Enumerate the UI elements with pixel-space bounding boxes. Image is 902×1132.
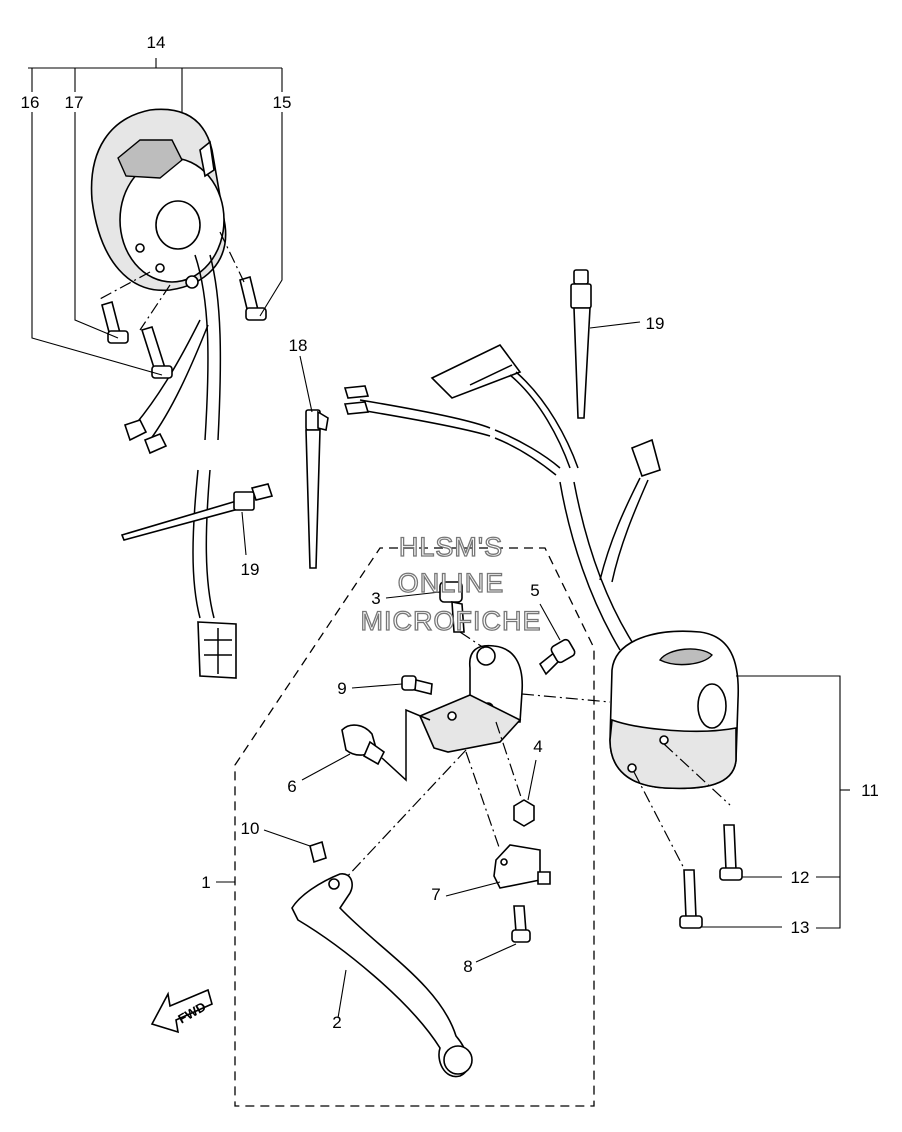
screw-17 bbox=[101, 300, 129, 344]
callout-18: 18 bbox=[289, 336, 308, 355]
cable-tie-right bbox=[570, 269, 592, 419]
left-handlebar-switch[interactable] bbox=[90, 108, 227, 292]
callout-11: 11 bbox=[861, 781, 879, 800]
screw-12 bbox=[719, 824, 743, 881]
cable-tie-18 bbox=[305, 409, 329, 569]
callout-10: 10 bbox=[241, 819, 260, 838]
assembly-1-boundary bbox=[234, 547, 595, 1107]
lever-holder[interactable] bbox=[418, 644, 524, 753]
watermark-line-1: HLSM'S bbox=[399, 532, 503, 562]
callout-12: 12 bbox=[791, 868, 810, 887]
screw-9 bbox=[401, 675, 433, 696]
callout-13: 13 bbox=[791, 918, 810, 937]
callout-2: 2 bbox=[332, 1013, 341, 1032]
watermark-line-3: MICROFICHE bbox=[361, 606, 542, 636]
callout-5: 5 bbox=[530, 581, 539, 600]
callout-6: 6 bbox=[287, 777, 296, 796]
clutch-switch-7 bbox=[493, 844, 551, 889]
watermark: HLSM'S ONLINE MICROFICHE bbox=[360, 531, 542, 636]
callout-16: 16 bbox=[21, 93, 40, 112]
nut-4 bbox=[513, 799, 535, 827]
callout-19-right: 19 bbox=[646, 314, 665, 333]
callout-14: 14 bbox=[147, 33, 166, 52]
screw-13 bbox=[679, 869, 703, 929]
screw-15 bbox=[239, 275, 267, 321]
fwd-arrow-icon: FWD bbox=[150, 988, 213, 1034]
callout-4: 4 bbox=[533, 737, 542, 756]
callout-15: 15 bbox=[273, 93, 292, 112]
screw-8 bbox=[511, 905, 531, 943]
watermark-line-2: ONLINE bbox=[398, 568, 505, 598]
screw-16 bbox=[140, 326, 173, 379]
callout-9: 9 bbox=[337, 679, 346, 698]
left-switch-connector bbox=[197, 621, 237, 679]
right-handlebar-switch[interactable] bbox=[609, 630, 740, 790]
bolt-5 bbox=[538, 638, 576, 676]
bolt-3 bbox=[439, 581, 465, 633]
collar-10 bbox=[309, 840, 327, 864]
callout-1: 1 bbox=[201, 873, 210, 892]
callout-19-left: 19 bbox=[241, 560, 260, 579]
callout-3: 3 bbox=[371, 589, 380, 608]
callout-8: 8 bbox=[463, 957, 472, 976]
clutch-lever[interactable] bbox=[291, 873, 473, 1078]
callout-7: 7 bbox=[431, 885, 440, 904]
bolt-6 bbox=[341, 724, 386, 766]
callout-17: 17 bbox=[65, 93, 84, 112]
left-switch-wire-harness bbox=[123, 254, 222, 619]
cable-tie-left bbox=[120, 483, 274, 541]
right-switch-wire-harness bbox=[343, 343, 661, 651]
